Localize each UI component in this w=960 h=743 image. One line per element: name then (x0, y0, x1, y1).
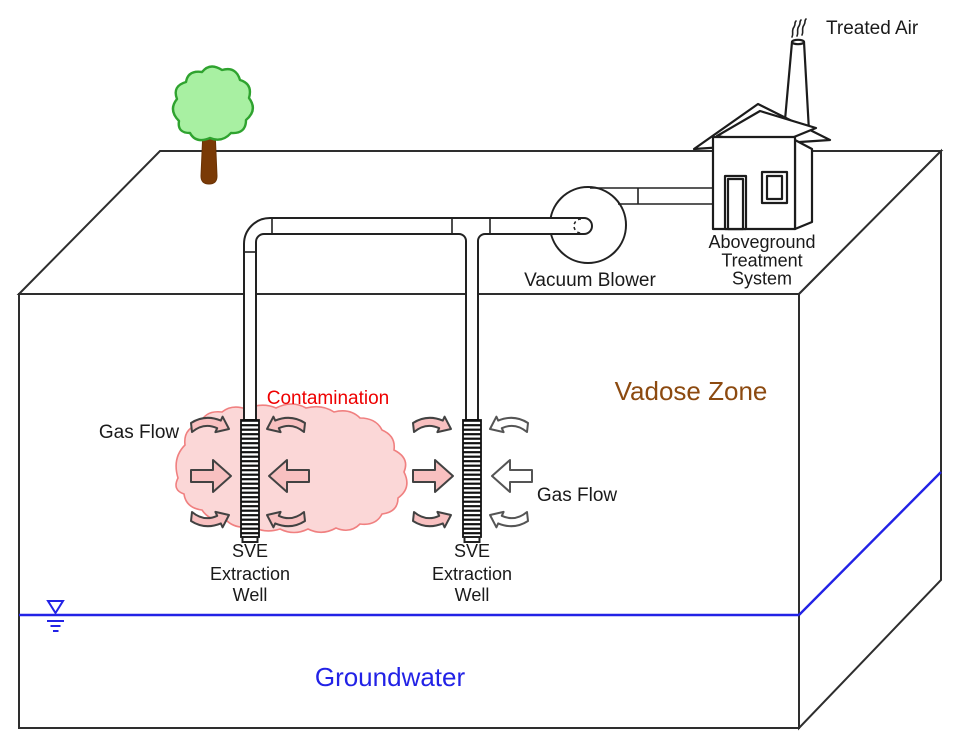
extraction-piping (243, 217, 593, 421)
vacuum-blower-label: Vacuum Blower (524, 270, 656, 291)
smokestack-rim (790, 38, 806, 46)
building-window-inner (765, 174, 784, 201)
vadose-zone-label: Vadose Zone (615, 376, 768, 406)
well-screen (462, 419, 482, 538)
gas-flow-label-right: Gas Flow (537, 485, 618, 506)
tree-trunk (200, 129, 218, 185)
svg-text:Extraction: Extraction (210, 564, 290, 584)
water-table-symbol-icon (46, 600, 65, 632)
treatment-system-label: Aboveground Treatment System (708, 232, 815, 289)
treatment-building (692, 18, 832, 231)
sve-well-2-label: SVE Extraction Well (432, 541, 512, 605)
sve-extraction-well-2 (462, 419, 482, 543)
water-table (19, 471, 942, 632)
well-cap (241, 536, 259, 543)
svg-text:Extraction: Extraction (432, 564, 512, 584)
svg-text:Well: Well (455, 585, 490, 605)
tree (171, 65, 254, 185)
svg-text:SVE: SVE (454, 541, 490, 561)
well-screen (240, 419, 260, 538)
blower-inlet-opening (573, 218, 582, 234)
tree-canopy (171, 65, 254, 142)
groundwater-label: Groundwater (315, 662, 466, 692)
treated-air-label: Treated Air (826, 18, 919, 39)
smoke-icon (791, 18, 807, 38)
svg-text:Well: Well (233, 585, 268, 605)
contamination-label: Contamination (267, 388, 390, 409)
svg-text:System: System (732, 269, 792, 289)
svg-text:SVE: SVE (232, 541, 268, 561)
sve-well-1-label: SVE Extraction Well (210, 541, 290, 605)
svg-text:Aboveground: Aboveground (708, 232, 815, 252)
svg-text:Treatment: Treatment (721, 251, 802, 271)
well-cap (463, 536, 481, 543)
building-side-wall (793, 138, 814, 231)
gas-flow-label-left: Gas Flow (99, 422, 180, 443)
pipe-run (243, 217, 593, 421)
soil-front-face (18, 293, 800, 729)
building-door-inner (726, 177, 745, 231)
water-table-line-side (798, 471, 942, 616)
sve-extraction-well-1 (240, 419, 260, 543)
